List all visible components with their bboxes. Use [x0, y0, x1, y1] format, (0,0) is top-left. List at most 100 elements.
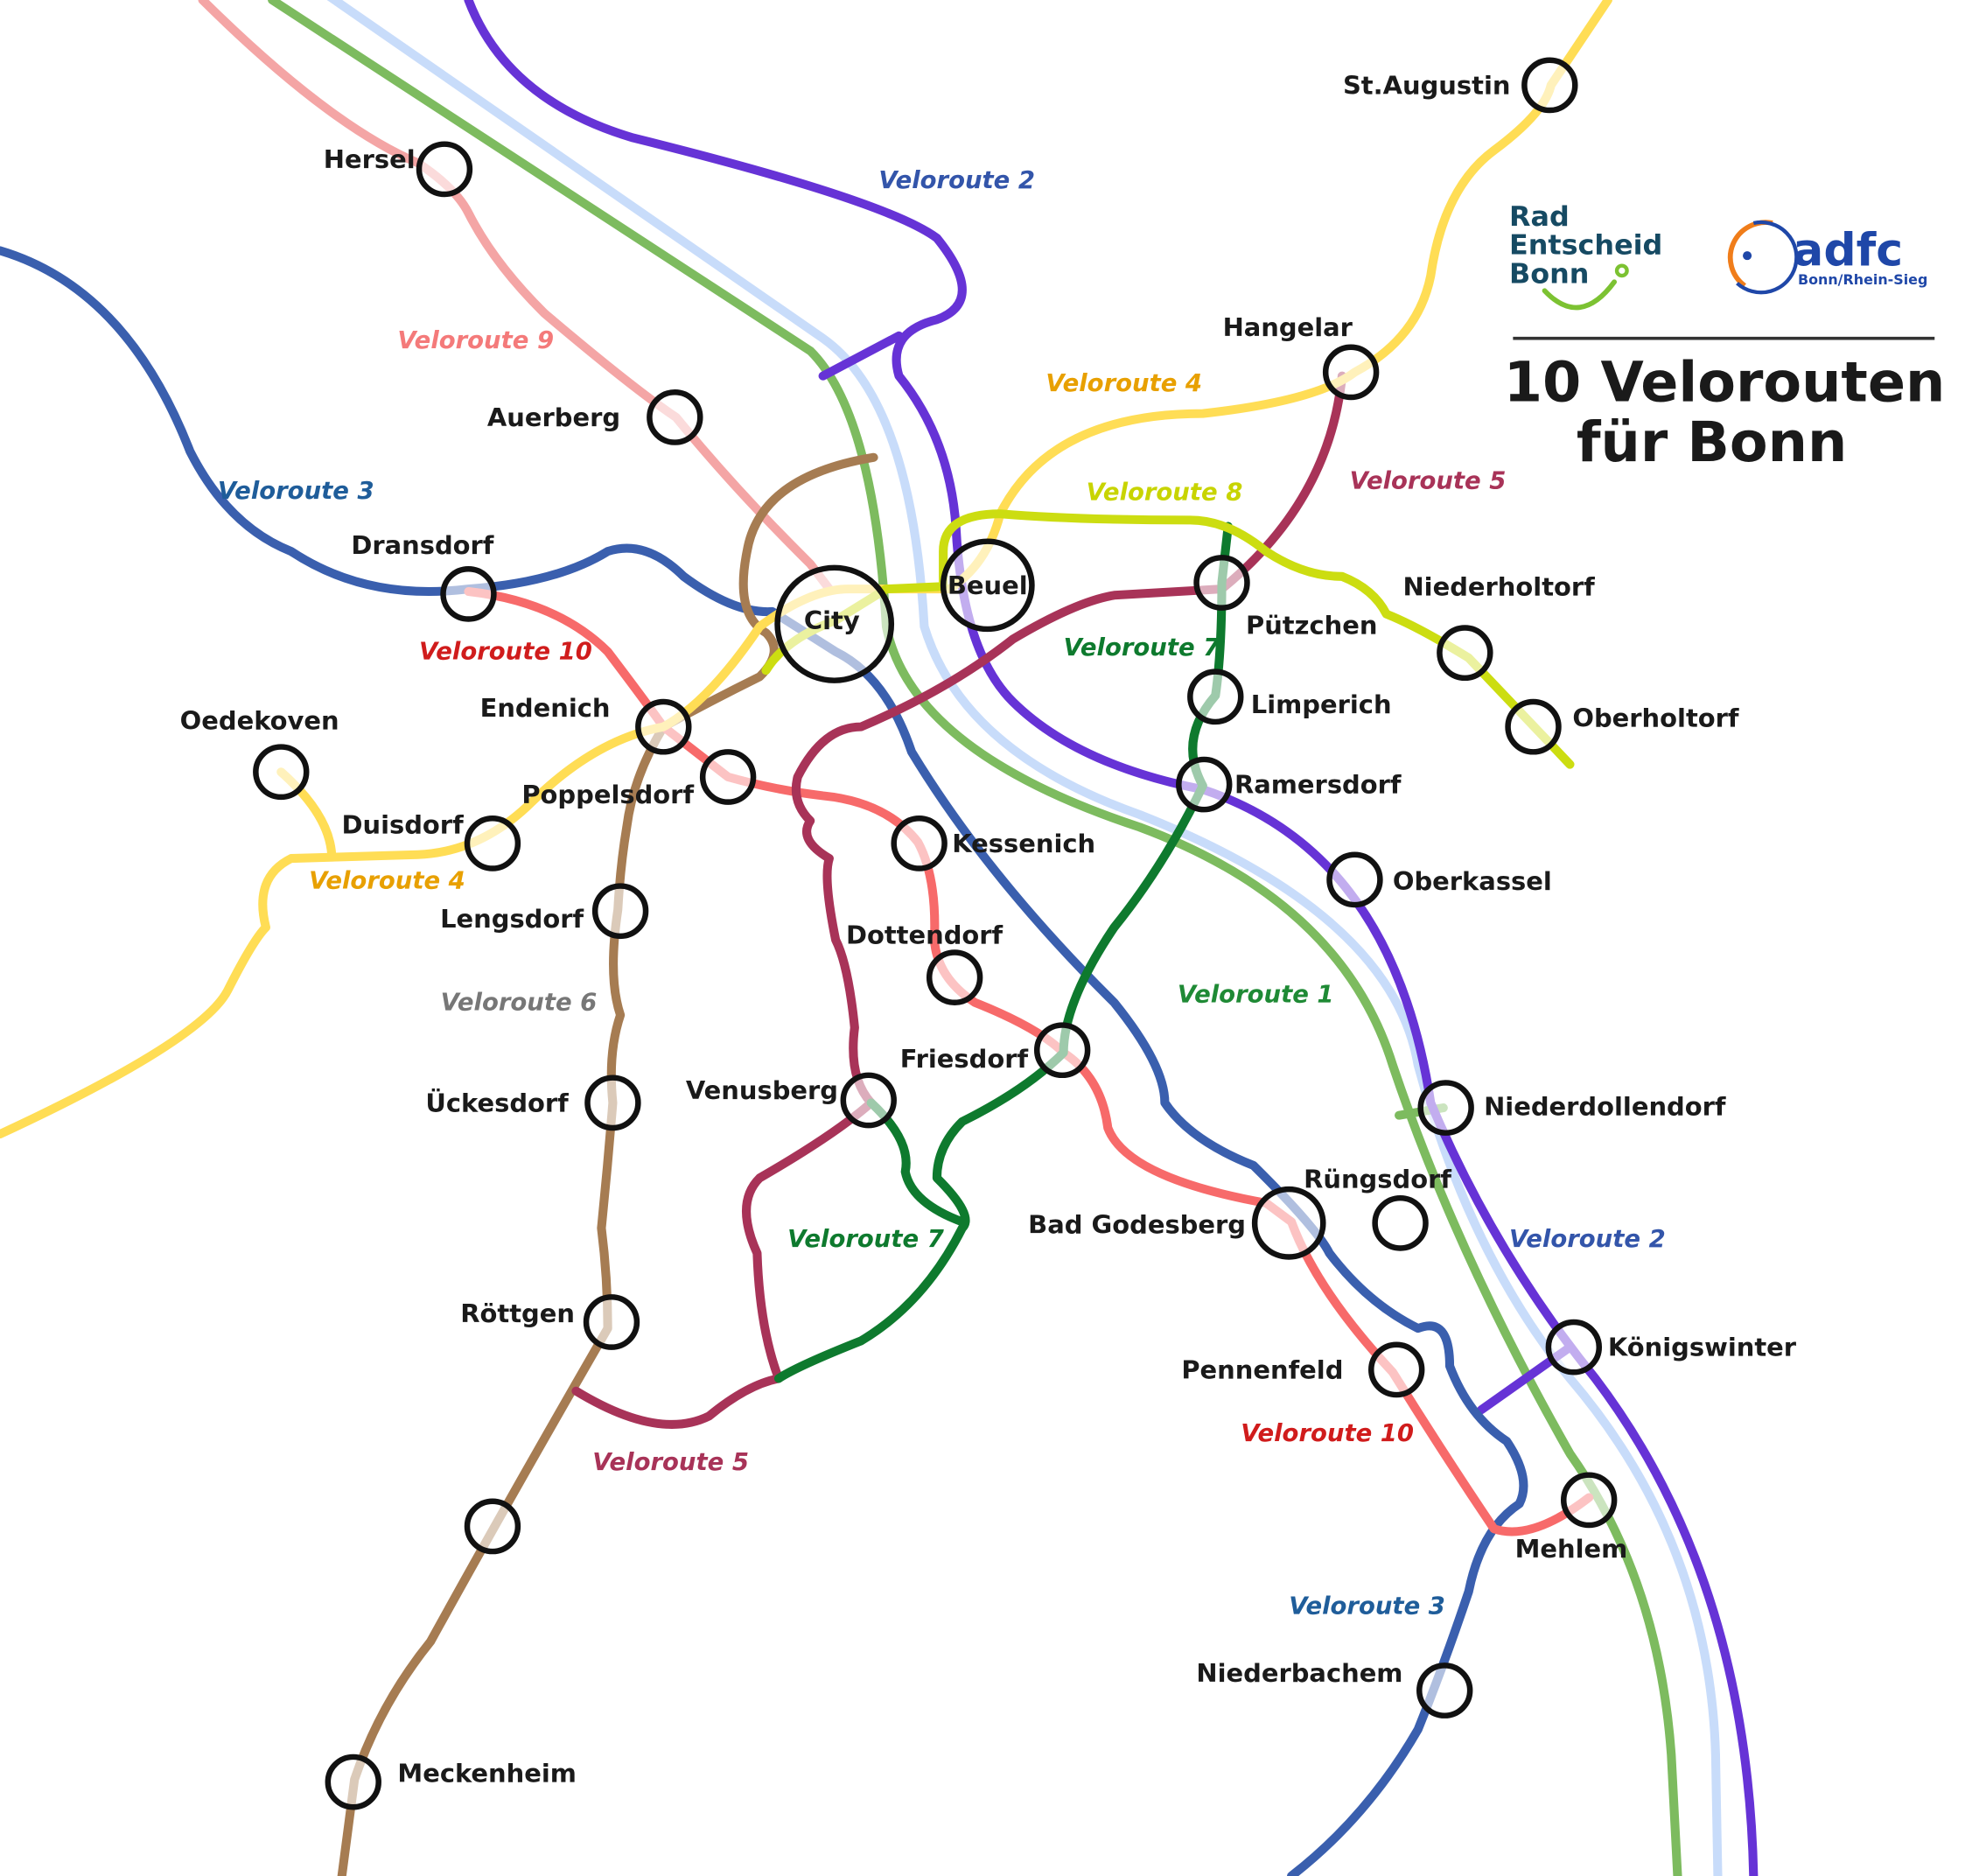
- stop-beuel[interactable]: [940, 538, 1035, 633]
- adfc-logo: adfc Bonn/Rhein-Sieg: [1727, 220, 1927, 295]
- route-label-4a: Veloroute 4: [1045, 370, 1202, 397]
- rhine-river: [326, 0, 1723, 1876]
- label-ruengsdorf: Rüngsdorf: [1304, 1165, 1451, 1194]
- station-markers: [253, 57, 1618, 1810]
- adfc-logo-sub: Bonn/Rhein-Sieg: [1798, 271, 1927, 288]
- stop-niederdollendorf[interactable]: [1417, 1080, 1474, 1136]
- label-niederdollendorf: Niederdollendorf: [1484, 1092, 1726, 1122]
- stop-friesdorf[interactable]: [1033, 1022, 1091, 1079]
- route-label-10a: Veloroute 10: [419, 638, 592, 665]
- stop-staugustin[interactable]: [1521, 57, 1578, 114]
- label-limperich: Limperich: [1251, 690, 1392, 719]
- label-staugustin: St.Augustin: [1343, 71, 1511, 101]
- label-beuel: Beuel: [948, 570, 1028, 600]
- adfc-ring-orange-icon: [1727, 220, 1773, 288]
- map-title-line1: 10 Velorouten: [1504, 350, 1946, 415]
- stop-ruengsdorf[interactable]: [1372, 1194, 1429, 1251]
- label-auerberg: Auerberg: [487, 402, 620, 432]
- route-label-4b: Veloroute 4: [309, 868, 465, 895]
- stop-mehlem[interactable]: [1560, 1472, 1618, 1529]
- stop-venusberg[interactable]: [840, 1072, 897, 1129]
- stop-endenich[interactable]: [635, 698, 692, 755]
- stop-oberholtorf[interactable]: [1505, 698, 1562, 755]
- map-title-line2: für Bonn: [1577, 410, 1847, 474]
- smile-dot-icon: [1614, 263, 1629, 278]
- label-oberkassel: Oberkassel: [1393, 866, 1552, 896]
- label-hangelar: Hangelar: [1223, 312, 1353, 342]
- stop-niederholtorf[interactable]: [1437, 625, 1493, 682]
- radentscheid-logo-line3: Bonn: [1509, 259, 1589, 290]
- stop-dottendorf[interactable]: [926, 949, 983, 1005]
- label-bad-godesberg: Bad Godesberg: [1028, 1209, 1246, 1239]
- label-dottendorf: Dottendorf: [846, 920, 1003, 950]
- route-label-7a: Veloroute 7: [1064, 634, 1220, 662]
- label-oedekoven: Oedekoven: [180, 706, 339, 736]
- stop-unnamed[interactable]: [464, 1498, 521, 1555]
- radentscheid-logo-line1: Rad: [1509, 201, 1570, 233]
- route-9-line: [198, 0, 834, 594]
- label-mehlem: Mehlem: [1515, 1534, 1628, 1564]
- adfc-logo-name: adfc: [1793, 225, 1903, 277]
- label-hersel: Hersel: [324, 144, 416, 174]
- route-8-line: [761, 509, 1575, 769]
- label-koenigswinter: Königswinter: [1608, 1333, 1797, 1362]
- route-5-line: [571, 371, 1347, 1429]
- stop-koenigswinter[interactable]: [1545, 1319, 1603, 1376]
- stop-bad-godesberg[interactable]: [1251, 1186, 1326, 1260]
- stop-lengsdorf[interactable]: [591, 883, 649, 940]
- label-poppelsdorf: Poppelsdorf: [521, 780, 694, 809]
- label-dransdorf: Dransdorf: [351, 530, 494, 560]
- route-label-3a: Veloroute 3: [218, 478, 374, 505]
- stop-city[interactable]: [774, 564, 895, 683]
- stop-pennenfeld[interactable]: [1368, 1341, 1425, 1398]
- stop-auerberg[interactable]: [647, 389, 703, 445]
- label-kessenich: Kessenich: [952, 829, 1095, 858]
- stop-limperich[interactable]: [1187, 668, 1244, 725]
- label-duisdorf: Duisdorf: [341, 810, 464, 840]
- label-roettgen: Röttgen: [460, 1298, 575, 1328]
- label-pennenfeld: Pennenfeld: [1181, 1355, 1343, 1385]
- stop-dransdorf[interactable]: [440, 565, 497, 622]
- adfc-dot-icon: [1743, 251, 1752, 261]
- radentscheid-logo-line2: Entscheid: [1509, 230, 1662, 262]
- route-label-5a: Veloroute 5: [1350, 468, 1507, 495]
- stop-ueckesdorf[interactable]: [584, 1074, 641, 1131]
- label-friesdorf: Friesdorf: [900, 1044, 1029, 1074]
- label-niederholtorf: Niederholtorf: [1402, 571, 1595, 601]
- route-label-3b: Veloroute 3: [1289, 1593, 1445, 1620]
- stop-kessenich[interactable]: [891, 816, 948, 872]
- label-venusberg: Venusberg: [686, 1075, 838, 1105]
- adfc-ring-blue-icon: [1736, 220, 1799, 295]
- stop-oedekoven[interactable]: [253, 744, 310, 801]
- route-label-8: Veloroute 8: [1087, 480, 1243, 507]
- stop-niederbachem[interactable]: [1416, 1662, 1473, 1718]
- stop-ramersdorf[interactable]: [1176, 756, 1233, 813]
- radentscheid-logo: Rad Entscheid Bonn: [1509, 201, 1662, 311]
- route-label-6: Veloroute 6: [441, 989, 598, 1016]
- route-label-2b: Veloroute 2: [1509, 1226, 1666, 1253]
- route-3-line: [0, 246, 1528, 1876]
- route-label-7b: Veloroute 7: [787, 1226, 944, 1253]
- stop-duisdorf[interactable]: [464, 816, 521, 872]
- route-label-2a: Veloroute 2: [878, 167, 1035, 194]
- label-lengsdorf: Lengsdorf: [440, 904, 584, 934]
- stop-roettgen[interactable]: [583, 1294, 640, 1350]
- stop-poppelsdorf[interactable]: [699, 749, 757, 805]
- stop-meckenheim[interactable]: [325, 1754, 381, 1810]
- stop-hangelar[interactable]: [1322, 344, 1380, 401]
- route-labels: Veloroute 1 Veloroute 2 Veloroute 2 Velo…: [218, 167, 1666, 1620]
- stop-hersel[interactable]: [416, 141, 473, 198]
- label-oberholtorf: Oberholtorf: [1572, 704, 1739, 733]
- route-6-line: [337, 452, 878, 1876]
- label-ueckesdorf: Ückesdorf: [425, 1088, 569, 1118]
- label-ramersdorf: Ramersdorf: [1234, 770, 1402, 800]
- route-label-10b: Veloroute 10: [1241, 1420, 1414, 1447]
- stop-puetzchen[interactable]: [1193, 555, 1250, 611]
- label-meckenheim: Meckenheim: [397, 1759, 577, 1788]
- route-label-5b: Veloroute 5: [592, 1449, 749, 1476]
- stop-oberkassel[interactable]: [1326, 851, 1383, 908]
- route-label-9: Veloroute 9: [397, 327, 554, 354]
- smile-icon: [1542, 279, 1618, 311]
- station-labels: Hersel Auerberg Dransdorf City Beuel End…: [180, 71, 1797, 1788]
